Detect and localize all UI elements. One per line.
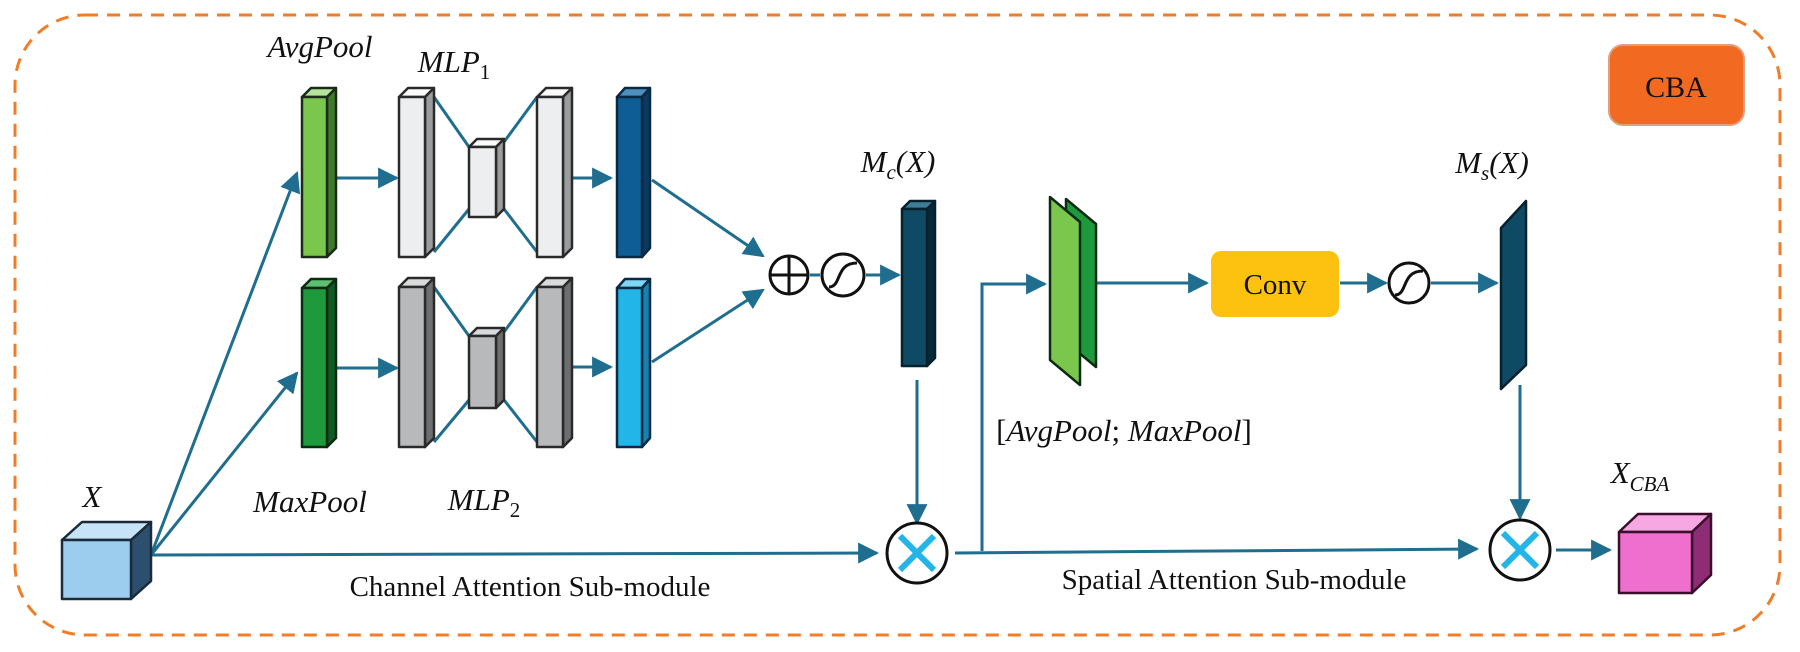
sigmoid-icon-channel xyxy=(820,252,866,298)
cba-badge: CBA xyxy=(1608,44,1745,126)
conv-box: Conv xyxy=(1211,251,1339,317)
mlp2-label: MLP2 xyxy=(447,482,521,522)
mc-label: Mc(X) xyxy=(860,144,936,184)
ms-label: Ms(X) xyxy=(1454,145,1529,185)
mlp1-block xyxy=(397,86,574,259)
input-feature-cube xyxy=(60,520,153,601)
cba-module-border xyxy=(13,13,1782,637)
spatial-attention-map xyxy=(1499,199,1528,391)
concat-pool-label: [AvgPool; MaxPool] xyxy=(996,413,1252,448)
connectors xyxy=(149,96,1613,564)
mlp2-block xyxy=(397,276,574,449)
maxpool-bar xyxy=(300,277,338,449)
mlp2-output-bar xyxy=(615,277,652,449)
mlp1-output-bar xyxy=(615,86,652,259)
sigmoid-icon-spatial xyxy=(1387,261,1431,305)
mlp1-label: MLP1 xyxy=(417,44,491,84)
channel-attention-map xyxy=(900,199,937,368)
avgpool-bar xyxy=(300,86,338,259)
spatial-attention-label: Spatial Attention Sub-module xyxy=(1062,564,1407,596)
spatial-pool-stack xyxy=(1048,195,1098,387)
add-circle-icon xyxy=(768,254,810,296)
input-x-label: X xyxy=(81,479,103,514)
multiply-spatial-icon xyxy=(1488,518,1552,582)
maxpool-label: MaxPool xyxy=(252,484,367,519)
conv-label: Conv xyxy=(1244,269,1307,301)
channel-attention-label: Channel Attention Sub-module xyxy=(350,571,711,603)
cba-badge-label: CBA xyxy=(1645,71,1707,104)
multiply-channel-icon xyxy=(885,521,949,585)
avgpool-label: AvgPool xyxy=(265,29,372,64)
output-label: XCBA xyxy=(1609,455,1670,496)
output-feature-cube xyxy=(1617,512,1713,595)
